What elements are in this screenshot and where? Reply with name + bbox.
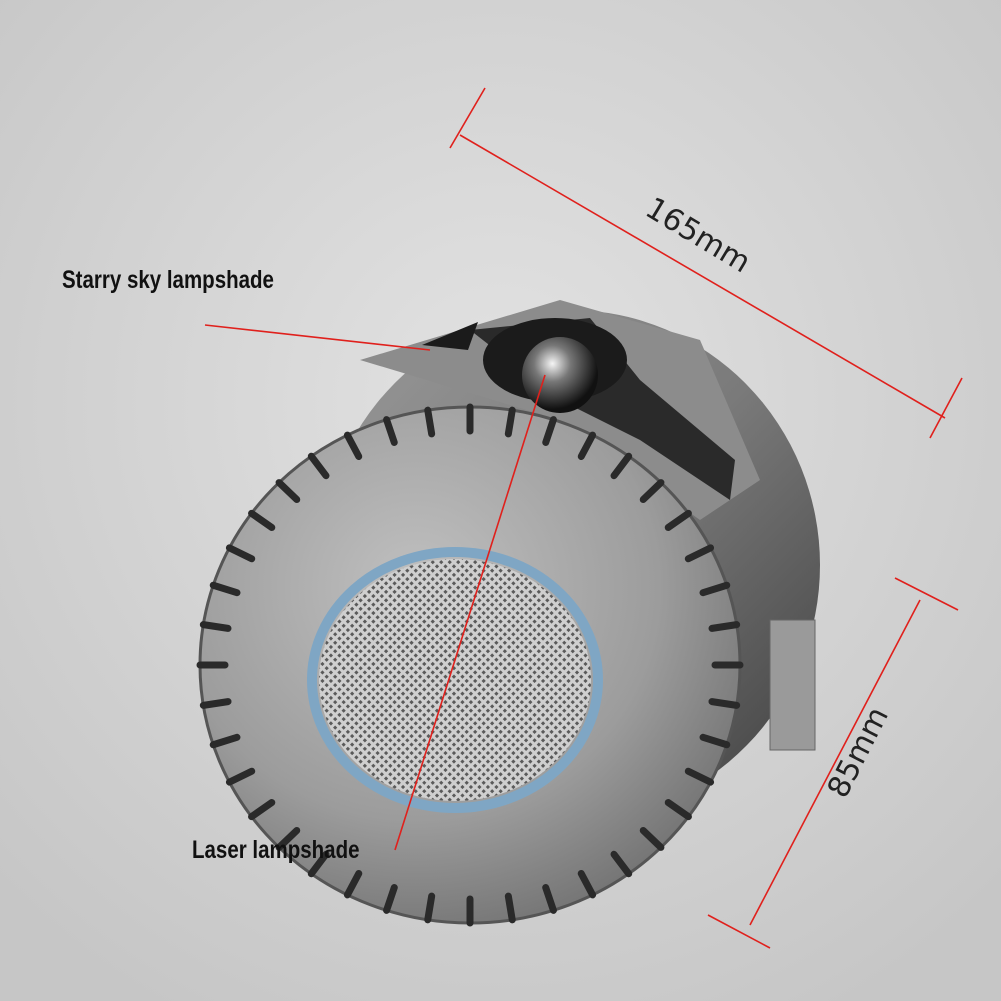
edge-notch xyxy=(708,621,741,632)
edge-notch xyxy=(248,799,276,821)
edge-notch xyxy=(684,767,715,786)
edge-notch xyxy=(343,869,363,899)
height-tick-top xyxy=(894,577,959,611)
dimension-lines xyxy=(204,87,963,949)
edge-notch xyxy=(199,621,232,632)
width-dimension-line xyxy=(459,134,946,419)
edge-notch xyxy=(225,767,256,786)
edge-notch xyxy=(248,509,276,531)
edge-notch xyxy=(664,799,692,821)
edge-notch xyxy=(699,733,731,749)
edge-notch xyxy=(383,884,398,914)
edge-notches xyxy=(196,403,744,927)
edge-notch xyxy=(542,884,557,914)
edge-notch xyxy=(504,406,516,438)
side-port xyxy=(769,619,816,751)
edge-notch xyxy=(610,452,633,480)
vent-triangle xyxy=(422,322,478,350)
height-dimension-line xyxy=(749,599,921,926)
edge-notch xyxy=(424,892,436,924)
edge-notch xyxy=(209,581,241,597)
laser-lampshade-grill xyxy=(319,559,591,801)
edge-notch xyxy=(424,406,436,438)
edge-notch xyxy=(708,698,741,709)
edge-notch xyxy=(699,581,731,597)
edge-notch xyxy=(275,479,301,504)
edge-notch xyxy=(225,544,256,563)
edge-notch xyxy=(199,698,232,709)
width-tick-right xyxy=(929,377,963,439)
edge-notch xyxy=(504,892,516,924)
edge-notch xyxy=(542,416,557,446)
edge-notch xyxy=(684,544,715,563)
starry-sky-lampshade-label: Starry sky lampshade xyxy=(62,266,274,294)
edge-notch xyxy=(610,850,633,878)
edge-notch xyxy=(209,733,241,749)
edge-notch xyxy=(343,431,363,461)
edge-notch xyxy=(639,479,665,504)
edge-notch xyxy=(307,452,330,480)
edge-notch xyxy=(664,509,692,531)
edge-notch xyxy=(307,850,330,878)
laser-lampshade-label: Laser lampshade xyxy=(192,836,360,864)
edge-notch xyxy=(383,416,398,446)
edge-notch xyxy=(639,826,665,851)
laser-leader-line xyxy=(394,374,546,851)
edge-notch xyxy=(577,431,597,461)
starry-leader-line xyxy=(204,324,431,351)
starry-sky-lens xyxy=(522,337,598,413)
edge-notch xyxy=(577,869,597,899)
grill-ring xyxy=(307,547,603,813)
edge-notch xyxy=(275,826,301,851)
width-tick-left xyxy=(449,87,486,149)
height-tick-bottom xyxy=(707,914,771,949)
